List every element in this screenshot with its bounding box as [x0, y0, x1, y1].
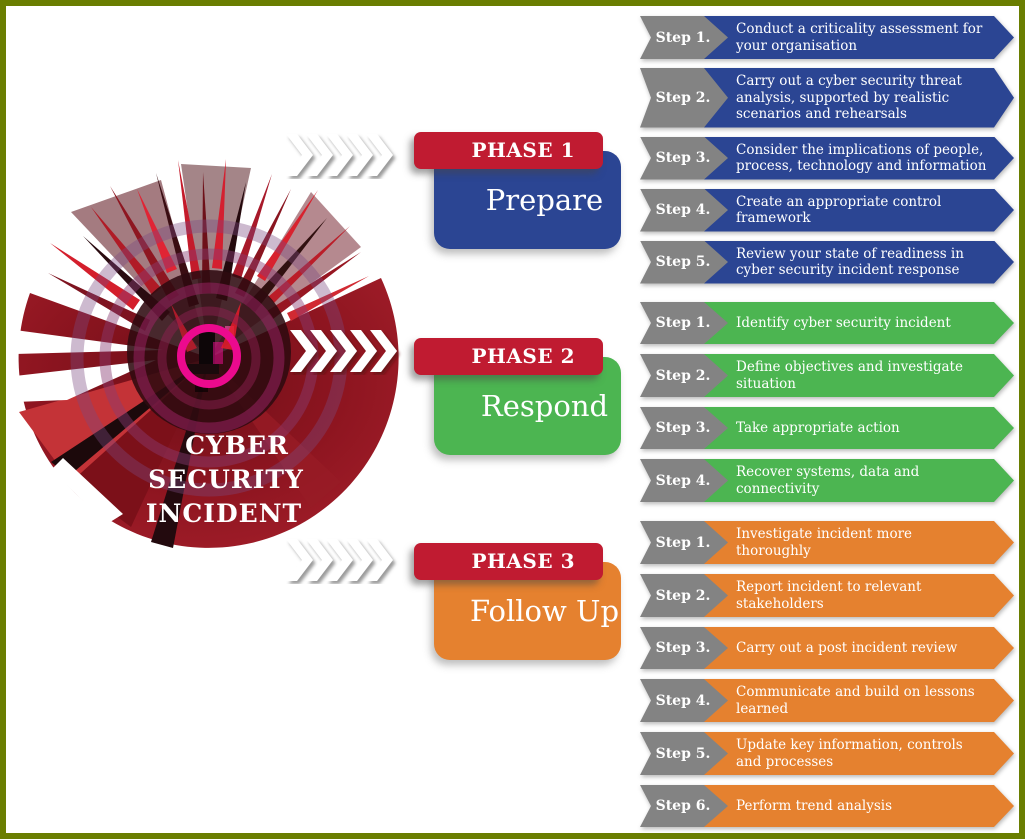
step-arrow	[704, 68, 1014, 128]
step-row: Step 3. Carry out a post incident review	[640, 627, 1014, 669]
step-label: Step 3.	[655, 420, 711, 436]
step-text: Carry out a cyber security threat analys…	[736, 73, 962, 122]
step-row: Step 2. Report incident to relevant stak…	[640, 574, 1014, 617]
step-arrow	[704, 354, 1014, 397]
step-row: Step 1. Investigate incident more thorou…	[640, 521, 1014, 564]
phase2-steps: Step 1. Identify cyber security incident…	[640, 302, 1014, 502]
step-arrow	[704, 459, 1014, 502]
step-row: Step 5. Review your state of readiness i…	[640, 240, 1014, 284]
step-arrow	[704, 302, 1014, 344]
step-label: Step 4.	[655, 202, 711, 218]
step-label: Step 3.	[655, 150, 711, 166]
step-row: Step 4. Create an appropriate control fr…	[640, 188, 1014, 232]
step-label: Step 4.	[655, 472, 711, 489]
step-row: Step 5. Update key information, controls…	[640, 732, 1014, 775]
step-row: Step 2. Carry out a cyber security threa…	[640, 68, 1014, 128]
step-text: Carry out a post incident review	[736, 639, 958, 656]
phase1-chevrons-icon	[286, 134, 393, 176]
magenta-target-ring	[177, 324, 241, 388]
step-text: Report incident to relevant stakeholders	[736, 579, 922, 612]
phase2-chevrons-icon	[290, 330, 397, 372]
step-text: Define objectives and investigate situat…	[736, 359, 963, 392]
step-label: Step 1.	[655, 29, 711, 46]
step-text: Update key information, controls and pro…	[736, 737, 963, 770]
step-label: Step 5.	[655, 254, 711, 270]
step-row: Step 3. Take appropriate action	[640, 407, 1014, 449]
step-row: Step 6. Perform trend analysis	[640, 785, 1014, 827]
step-arrow	[704, 732, 1014, 775]
phase3-tag: PHASE 3	[414, 543, 603, 580]
step-arrow	[704, 16, 1014, 59]
step-arrow	[704, 137, 1014, 180]
step-text: Take appropriate action	[736, 419, 900, 436]
step-text: Communicate and build on lessons learned	[736, 684, 975, 717]
incident-caption-line1: CYBER	[185, 431, 289, 460]
step-arrow	[704, 521, 1014, 564]
step-arrow	[704, 407, 1014, 449]
incident-caption-line3: INCIDENT	[146, 499, 302, 528]
step-row: Step 3. Consider the implications of peo…	[640, 136, 1014, 180]
step-arrow	[704, 189, 1014, 232]
step-text: Identify cyber security incident	[736, 314, 951, 331]
step-row: Step 1. Conduct a criticality assessment…	[640, 16, 1014, 59]
phase1-tag: PHASE 1	[414, 132, 603, 169]
step-label: Step 5.	[655, 745, 711, 762]
incident-caption-line2: SECURITY	[148, 465, 304, 494]
step-row: Step 4. Communicate and build on lessons…	[640, 679, 1014, 722]
step-label: Step 2.	[655, 89, 711, 106]
step-label: Step 3.	[655, 640, 711, 656]
step-text: Investigate incident more thoroughly	[736, 526, 913, 559]
step-label: Step 1.	[655, 315, 711, 331]
step-arrow	[704, 627, 1014, 669]
step-label: Step 2.	[655, 367, 711, 384]
phase2-tag: PHASE 2	[414, 338, 603, 375]
step-text: Consider the implications of people, pro…	[736, 141, 987, 175]
step-text: Review your state of readiness in cyber …	[736, 245, 964, 279]
step-arrow	[704, 679, 1014, 722]
step-arrow	[704, 241, 1014, 284]
step-text: Perform trend analysis	[736, 797, 892, 814]
step-label: Step 1.	[655, 534, 711, 551]
step-arrow	[704, 785, 1014, 827]
step-row: Step 4. Recover systems, data and connec…	[640, 459, 1014, 502]
step-text: Recover systems, data and connectivity	[736, 464, 920, 497]
phase3-steps: Step 1. Investigate incident more thorou…	[640, 521, 1014, 827]
step-text: Conduct a criticality assessment for you…	[736, 21, 983, 54]
step-text: Create an appropriate control framework	[736, 193, 942, 227]
phase3-chevrons-icon	[286, 539, 393, 581]
step-label: Step 6.	[655, 798, 711, 814]
phase1-steps: Step 1. Conduct a criticality assessment…	[640, 16, 1014, 284]
step-arrow	[704, 574, 1014, 617]
step-row: Step 1. Identify cyber security incident	[640, 302, 1014, 344]
step-label: Step 4.	[655, 692, 711, 709]
step-row: Step 2. Define objectives and investigat…	[640, 354, 1014, 397]
step-label: Step 2.	[655, 587, 711, 604]
